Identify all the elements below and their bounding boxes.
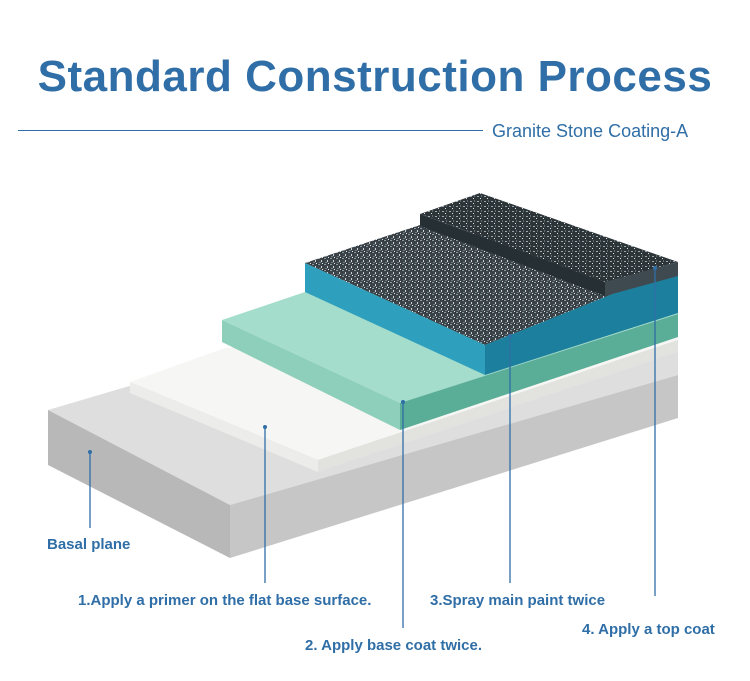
page-title: Standard Construction Process bbox=[37, 52, 713, 101]
layer-top-coat bbox=[420, 193, 678, 296]
label-main-paint: 3.Spray main paint twice bbox=[430, 592, 606, 609]
subtitle: Granite Stone Coating-A bbox=[492, 121, 689, 141]
label-primer: 1.Apply a primer on the flat base surfac… bbox=[78, 592, 372, 609]
label-top-coat: 4. Apply a top coat bbox=[582, 621, 715, 638]
label-basal-plane: Basal plane bbox=[47, 536, 131, 553]
label-base-coat: 2. Apply base coat twice. bbox=[305, 637, 483, 654]
title-divider bbox=[18, 130, 483, 131]
